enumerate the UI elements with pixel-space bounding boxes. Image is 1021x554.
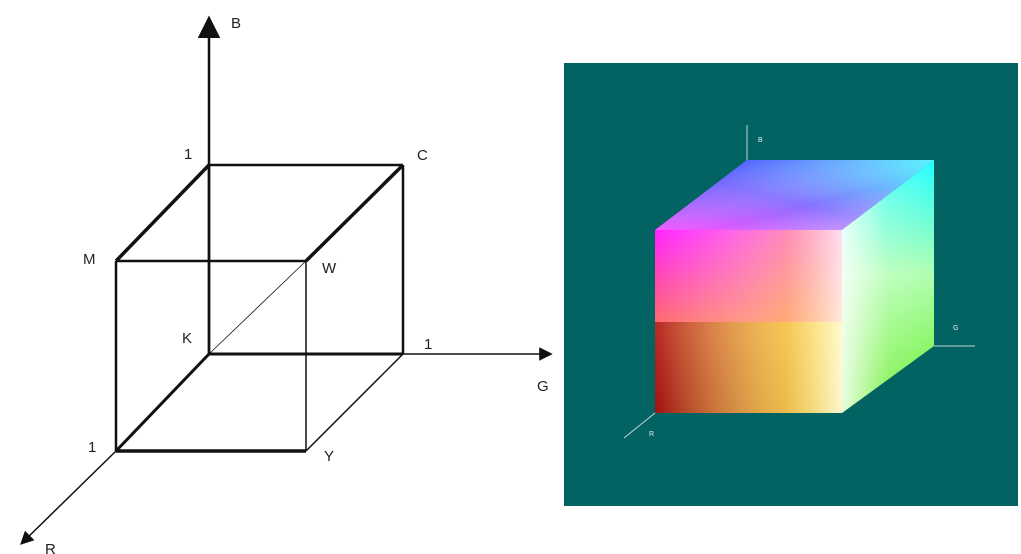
wireframe-cube-diagram: B G R 1 1 1 C M W K Y xyxy=(20,15,553,554)
r-axis-line xyxy=(20,450,117,545)
rendered-r-axis-label: R xyxy=(649,431,654,438)
edge-g1-y xyxy=(305,353,404,452)
front-face-highlight xyxy=(655,230,842,413)
diagonal-k-w xyxy=(208,260,307,355)
right-face-shade xyxy=(842,160,934,413)
vertex-c-label: C xyxy=(417,147,428,164)
rendered-color-cube-panel: B G R xyxy=(564,63,1018,506)
top-face-shade xyxy=(655,160,934,230)
b-unit-tick-label: 1 xyxy=(184,146,192,163)
vertex-m-label: M xyxy=(83,251,96,268)
vertex-k-label: K xyxy=(182,330,192,347)
rendered-b-axis-label: B xyxy=(758,137,763,144)
vertex-y-label: Y xyxy=(324,448,334,465)
r-axis-label: R xyxy=(45,541,56,554)
edge-k-r1 xyxy=(114,352,211,453)
edge-b1-m xyxy=(114,163,211,263)
b-axis-label: B xyxy=(231,15,241,32)
rendered-r-axis-line xyxy=(623,412,656,439)
g-unit-tick-label: 1 xyxy=(424,336,432,353)
r-unit-tick-label: 1 xyxy=(88,439,96,456)
rendered-g-axis-label: G xyxy=(953,325,958,332)
edge-c-w xyxy=(304,163,405,263)
vertex-w-label: W xyxy=(322,260,337,277)
g-axis-label: G xyxy=(537,378,549,395)
